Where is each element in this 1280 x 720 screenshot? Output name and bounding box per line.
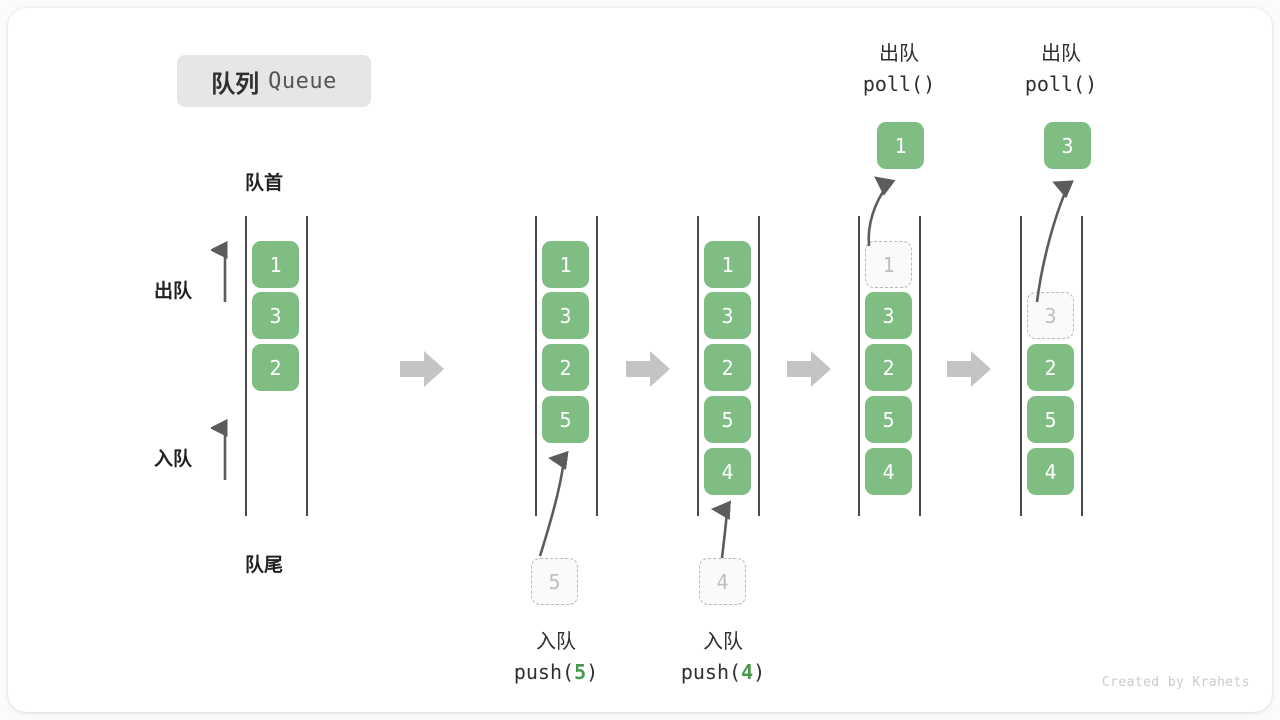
push-4-label-code: push(4) bbox=[680, 660, 766, 684]
step-arrow-icon bbox=[787, 351, 831, 387]
credit-text: Created by Krahets bbox=[1101, 675, 1250, 690]
step-arrow-icon bbox=[400, 351, 444, 387]
label-enqueue-direction: 入队 bbox=[154, 448, 193, 470]
push-4-label-cn: 入队 bbox=[703, 629, 743, 653]
queue-rail-left bbox=[535, 216, 537, 516]
queue-item: 5 bbox=[542, 396, 589, 443]
poll-label-second: 出队 poll() bbox=[971, 38, 1151, 100]
queue-rail-right bbox=[919, 216, 921, 516]
queue-rail-left bbox=[858, 216, 860, 516]
queue-item: 1 bbox=[252, 241, 299, 288]
diagram-card: 队列 Queue 队首 队尾 出队 入队 bbox=[8, 8, 1272, 712]
push-5-label: 入队 push(5) bbox=[466, 626, 646, 688]
poll-arrow-icon bbox=[867, 176, 896, 247]
queue-rail-right bbox=[306, 216, 308, 516]
queue-item: 2 bbox=[704, 344, 751, 391]
queue-item: 5 bbox=[704, 396, 751, 443]
poll-label-first: 出队 poll() bbox=[809, 38, 989, 100]
queue-item: 2 bbox=[865, 344, 912, 391]
queue-item: 5 bbox=[1027, 396, 1074, 443]
title-en: Queue bbox=[268, 68, 337, 94]
queue-item: 4 bbox=[865, 448, 912, 495]
queue-rail-left bbox=[697, 216, 699, 516]
poll-label-cn: 出队 bbox=[879, 41, 919, 65]
queue-item: 3 bbox=[704, 292, 751, 339]
diagram-title: 队列 Queue bbox=[177, 55, 371, 107]
queue-item: 3 bbox=[542, 292, 589, 339]
enqueue-direction-arrow-icon bbox=[211, 418, 228, 480]
queue-item: 1 bbox=[542, 241, 589, 288]
label-dequeue-direction: 出队 bbox=[154, 280, 193, 302]
poll-label-code: poll() bbox=[1024, 72, 1098, 96]
queue-item: 3 bbox=[865, 292, 912, 339]
push-4-label: 入队 push(4) bbox=[633, 626, 813, 688]
push-5-label-code: push(5) bbox=[513, 660, 599, 684]
popped-value-box: 1 bbox=[877, 122, 924, 169]
poll-label-cn: 出队 bbox=[1041, 41, 1081, 65]
queue-item: 2 bbox=[252, 344, 299, 391]
queue-item: 5 bbox=[865, 396, 912, 443]
queue-rail-right bbox=[1081, 216, 1083, 516]
queue-item: 2 bbox=[542, 344, 589, 391]
queue-rail-left bbox=[1020, 216, 1022, 516]
queue-item: 2 bbox=[1027, 344, 1074, 391]
queue-item: 4 bbox=[1027, 448, 1074, 495]
poll-arrow-icon bbox=[1035, 180, 1074, 303]
popped-value-box: 3 bbox=[1044, 122, 1091, 169]
queue-rail-right bbox=[596, 216, 598, 516]
queue-item: 1 bbox=[704, 241, 751, 288]
queue-rail-right bbox=[758, 216, 760, 516]
push-arrow-icon bbox=[538, 450, 569, 557]
poll-label-code: poll() bbox=[862, 72, 936, 96]
queue-item: 4 bbox=[704, 448, 751, 495]
step-arrow-icon bbox=[947, 351, 991, 387]
queue-rail-left bbox=[245, 216, 247, 516]
pending-push-value-box: 4 bbox=[699, 558, 746, 605]
dequeue-direction-arrow-icon bbox=[211, 240, 228, 302]
label-queue-rear: 队尾 bbox=[245, 554, 284, 576]
push-5-label-cn: 入队 bbox=[536, 629, 576, 653]
queue-item: 3 bbox=[252, 292, 299, 339]
queue-item-removed: 1 bbox=[865, 241, 912, 288]
title-cn: 队列 bbox=[211, 69, 260, 98]
label-queue-front: 队首 bbox=[245, 172, 284, 194]
step-arrow-icon bbox=[626, 351, 670, 387]
push-arrow-icon bbox=[710, 500, 731, 559]
pending-push-value-box: 5 bbox=[531, 558, 578, 605]
queue-item-removed: 3 bbox=[1027, 292, 1074, 339]
